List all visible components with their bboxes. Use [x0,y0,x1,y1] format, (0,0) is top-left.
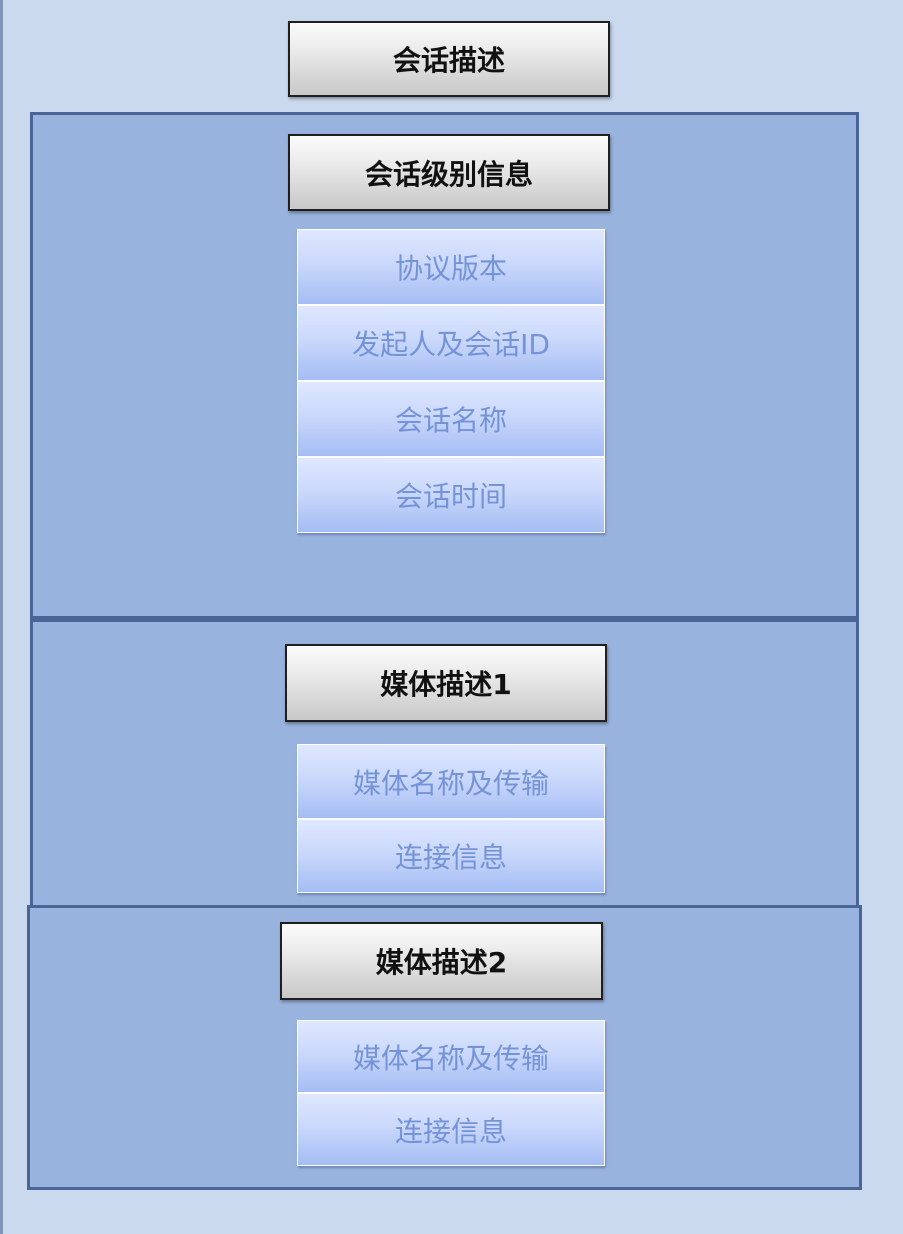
left-edge-line [0,0,3,1234]
session-level-header: 会话级别信息 [288,134,610,211]
field-media2-connection-info: 连接信息 [297,1093,605,1166]
media-description-1-header: 媒体描述1 [285,644,607,722]
field-session-name: 会话名称 [297,381,605,457]
field-protocol-version: 协议版本 [297,229,605,305]
field-session-time: 会话时间 [297,457,605,533]
field-media1-connection-info: 连接信息 [297,819,605,893]
field-originator-session-id: 发起人及会话ID [297,305,605,381]
field-media1-name-transport: 媒体名称及传输 [297,744,605,819]
media-description-2-header: 媒体描述2 [280,922,603,1000]
session-description-header: 会话描述 [288,21,610,97]
field-media2-name-transport: 媒体名称及传输 [297,1020,605,1093]
